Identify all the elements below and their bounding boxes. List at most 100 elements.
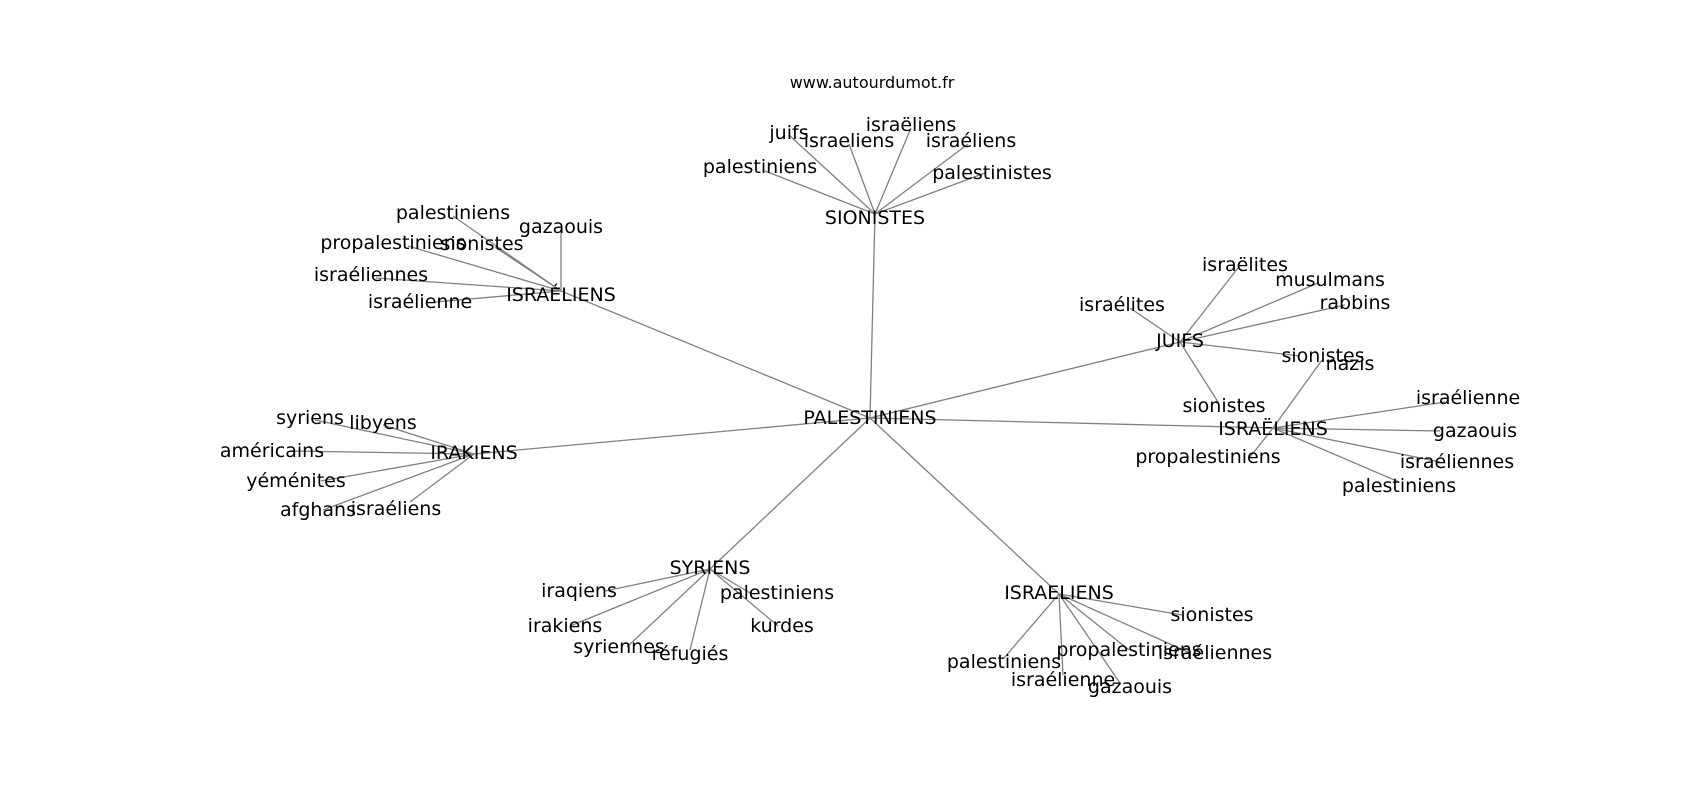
edge-center-irakiens (473, 417, 871, 455)
edge-irakiens-leaf-4 (322, 453, 475, 511)
node-leaf-syriens-0: iraqiens (541, 580, 617, 602)
nodes: PALESTINIENSSIONISTESjuifsisraeliensisra… (220, 114, 1520, 698)
node-leaf-israeliens_plain-1: propalestiniens (1056, 639, 1201, 661)
edge-juifs-leaf-1 (1179, 267, 1239, 343)
node-leaf-juifs-4: sionistes (1182, 395, 1265, 417)
edge-center-israeliens_acute (560, 290, 871, 419)
edge-center-syriens (709, 417, 871, 570)
edge-israeliens_plain-leaf-5 (1058, 593, 1121, 684)
node-hub-syriens: SYRIENS (670, 557, 751, 579)
node-leaf-israeliens_acute-5: israélienne (368, 291, 472, 313)
edge-israeliens_diaeresis-leaf-5 (1249, 427, 1274, 458)
edge-syriens-leaf-3 (709, 568, 779, 627)
edge-sionistes-leaf-3 (874, 143, 969, 215)
edge-center-israeliens_plain (869, 417, 1060, 595)
edge-israeliens_diaeresis-leaf-2 (1272, 427, 1441, 432)
source-label: www.autourdumot.fr (790, 73, 955, 92)
node-leaf-juifs-1: israëlites (1202, 254, 1288, 276)
node-leaf-israeliens_diaeresis-0: nazis (1326, 353, 1375, 375)
edge-center-israeliens_diaeresis (869, 417, 1274, 429)
node-leaf-israeliens_diaeresis-4: palestiniens (1342, 475, 1456, 497)
node-leaf-syriens-5: réfugiés (652, 643, 729, 665)
node-leaf-israeliens_acute-2: propalestiniens (320, 232, 465, 254)
node-leaf-israeliens_plain-5: gazaouis (1088, 676, 1172, 698)
edge-israeliens_diaeresis-leaf-4 (1272, 427, 1400, 483)
edge-juifs-leaf-3 (1179, 304, 1346, 343)
edge-irakiens-leaf-1 (382, 424, 475, 455)
node-leaf-sionistes-2: israëliens (866, 114, 957, 136)
node-hub-israeliens_diaeresis: ISRAËLIENS (1218, 417, 1328, 440)
edge-syriens-leaf-5 (689, 568, 711, 651)
edge-syriens-leaf-0 (604, 568, 711, 592)
node-leaf-sionistes-1: israeliens (804, 130, 895, 152)
node-hub-irakiens: IRAKIENS (430, 442, 517, 464)
edge-sionistes-leaf-1 (848, 143, 876, 215)
edge-irakiens-leaf-0 (314, 419, 475, 455)
edge-israeliens_plain-leaf-1 (1058, 593, 1130, 651)
node-leaf-israeliens_acute-3: sionistes (440, 233, 523, 255)
node-leaf-syriens-2: irakiens (528, 615, 603, 637)
node-leaf-irakiens-2: américains (220, 440, 324, 462)
edge-juifs-leaf-0 (1129, 307, 1181, 343)
node-leaf-irakiens-4: afghans (280, 499, 356, 521)
node-leaf-israeliens_acute-1: gazaouis (519, 216, 603, 238)
node-leaf-syriens-1: palestiniens (720, 582, 834, 604)
edge-syriens-leaf-1 (709, 568, 751, 594)
node-leaf-sionistes-4: palestinistes (932, 162, 1052, 184)
edge-israeliens_diaeresis-leaf-1 (1272, 401, 1446, 429)
node-leaf-sionistes-0: juifs (768, 122, 808, 144)
edge-israeliens_plain-leaf-2 (1058, 593, 1191, 654)
node-hub-juifs: JUIFS (1155, 330, 1204, 352)
edges (291, 127, 1446, 684)
node-leaf-irakiens-3: yéménites (246, 470, 346, 492)
edge-juifs-leaf-5 (1179, 341, 1301, 357)
node-leaf-irakiens-1: libyens (349, 412, 417, 434)
edge-syriens-leaf-2 (569, 568, 711, 627)
node-leaf-israeliens_diaeresis-3: israéliennes (1400, 451, 1514, 473)
node-leaf-israeliens_acute-4: israéliennes (314, 264, 428, 286)
node-leaf-syriens-4: syriennes (573, 636, 665, 658)
edge-irakiens-leaf-2 (291, 450, 475, 455)
edge-irakiens-leaf-5 (409, 453, 475, 503)
edge-sionistes-leaf-0 (788, 134, 876, 215)
edge-israeliens_plain-leaf-0 (1058, 593, 1183, 616)
node-leaf-israeliens_diaeresis-1: israélienne (1416, 387, 1520, 409)
edge-israeliens_diaeresis-leaf-3 (1272, 427, 1441, 463)
node-hub-sionistes: SIONISTES (825, 207, 925, 229)
node-leaf-sionistes-3: israéliens (926, 130, 1017, 152)
node-leaf-israeliens_plain-0: sionistes (1170, 604, 1253, 626)
node-leaf-israeliens_plain-3: palestiniens (947, 651, 1061, 673)
node-leaf-israeliens_diaeresis-5: propalestiniens (1135, 446, 1280, 468)
node-leaf-irakiens-5: israéliens (351, 498, 442, 520)
node-leaf-juifs-0: israélites (1079, 294, 1165, 316)
edge-israeliens_diaeresis-leaf-0 (1272, 359, 1323, 429)
edge-irakiens-leaf-3 (320, 453, 475, 482)
edge-juifs-leaf-2 (1179, 282, 1319, 343)
edge-juifs-leaf-4 (1179, 341, 1219, 403)
edge-israeliens_acute-leaf-4 (375, 277, 562, 292)
edge-center-sionistes (869, 213, 876, 419)
node-leaf-juifs-3: rabbins (1320, 292, 1391, 314)
edge-syriens-leaf-4 (626, 568, 711, 648)
node-leaf-sionistes-5: palestiniens (703, 156, 817, 178)
node-hub-israeliens_acute: ISRAÉLIENS (506, 283, 616, 306)
edge-sionistes-leaf-5 (764, 170, 876, 215)
edge-israeliens_plain-leaf-4 (1058, 593, 1064, 676)
edge-sionistes-leaf-4 (874, 172, 986, 215)
node-center: PALESTINIENS (803, 407, 936, 429)
node-leaf-syriens-3: kurdes (750, 615, 814, 637)
edge-center-juifs (869, 341, 1181, 419)
node-leaf-israeliens_plain-2: israéliennes (1158, 642, 1272, 664)
edge-israeliens_acute-leaf-3 (494, 246, 562, 292)
node-leaf-juifs-2: musulmans (1275, 269, 1385, 291)
node-hub-israeliens_plain: ISRAELIENS (1004, 582, 1114, 604)
node-leaf-israeliens_plain-4: israélienne (1011, 669, 1115, 691)
node-leaf-israeliens_diaeresis-2: gazaouis (1433, 420, 1517, 442)
edge-israeliens_plain-leaf-3 (1003, 593, 1060, 659)
edge-israeliens_acute-leaf-5 (434, 290, 562, 303)
edge-sionistes-leaf-2 (874, 127, 912, 215)
edge-israeliens_acute-leaf-2 (407, 245, 562, 292)
node-leaf-juifs-5: sionistes (1281, 345, 1364, 367)
node-leaf-irakiens-0: syriens (276, 407, 344, 429)
